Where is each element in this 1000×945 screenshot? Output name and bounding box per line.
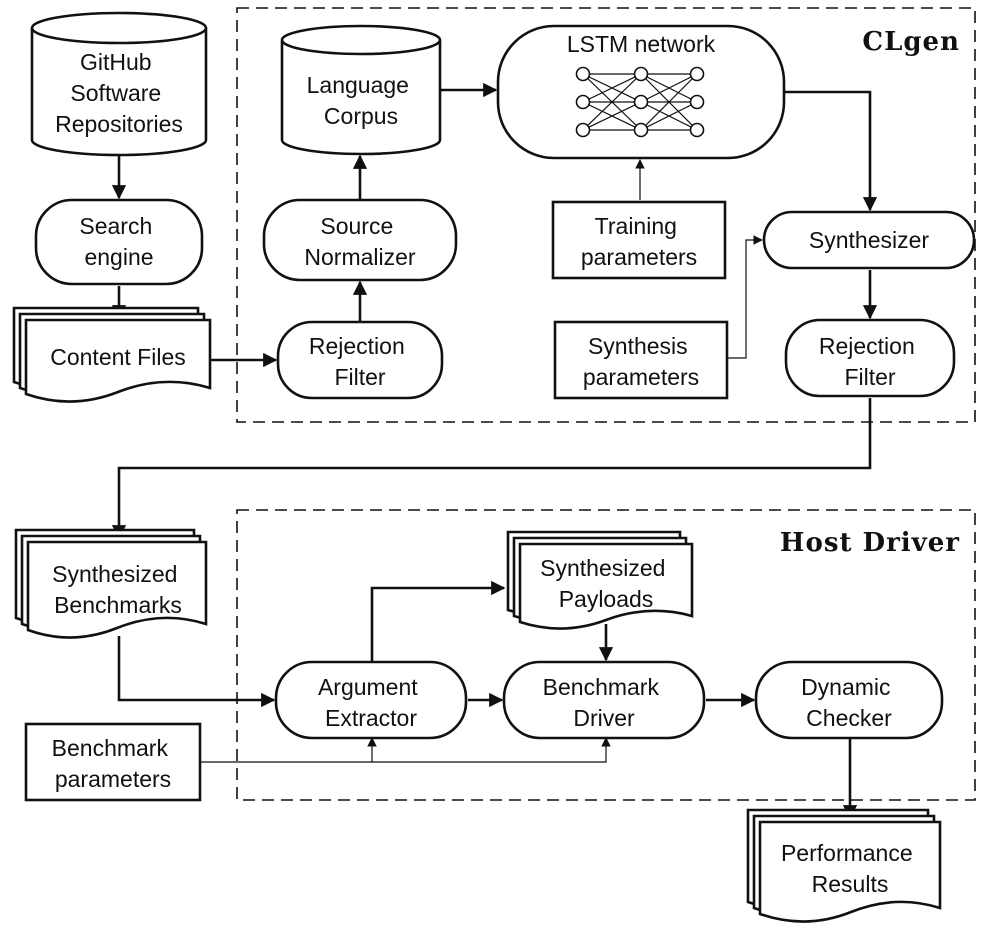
benchmark-parameters-node: Benchmark parameters [24, 722, 202, 802]
synthesized-payloads-node: Synthesized Payloads [506, 530, 694, 630]
benchmark-driver-label: Benchmark Driver [543, 674, 666, 731]
training-parameters-label: Training parameters [581, 213, 697, 270]
arrow-params-to-driver [200, 737, 611, 763]
benchmark-parameters-label: Benchmark parameters [52, 735, 175, 792]
performance-results-node: Performance Results [746, 808, 942, 923]
synthesized-payloads-label: Synthesized Payloads [540, 555, 672, 612]
synthesized-benchmarks-node: Synthesized Benchmarks [14, 528, 208, 639]
lstm-network-node: LSTM network [496, 24, 786, 160]
dynamic-checker-node: Dynamic Checker [754, 660, 944, 740]
arrow-extractor-to-payloads [370, 580, 506, 670]
github-repositories-node: GitHub Software Repositories [30, 11, 208, 157]
rejection-filter-output-label: Rejection Filter [819, 333, 921, 390]
performance-results-label: Performance Results [781, 840, 919, 897]
training-parameters-node: Training parameters [551, 200, 727, 280]
neural-net-icon [575, 66, 705, 138]
arrow-synthesis-params-to-synthesizer [727, 235, 763, 359]
arrow-benchmarks-to-extractor [117, 636, 276, 708]
content-files-node: Content Files [12, 306, 212, 403]
dynamic-checker-label: Dynamic Checker [801, 674, 897, 731]
language-corpus-node: Language Corpus [280, 24, 442, 156]
github-repositories-label: GitHub Software Repositories [55, 49, 183, 137]
content-files-label: Content Files [50, 344, 186, 370]
rejection-filter-output-node: Rejection Filter [784, 318, 956, 398]
synthesizer-node: Synthesizer [762, 210, 976, 270]
host-driver-group-label: Host Driver [780, 528, 960, 558]
language-corpus-label: Language Corpus [307, 72, 416, 129]
benchmark-driver-node: Benchmark Driver [502, 660, 706, 740]
source-normalizer-label: Source Normalizer [304, 213, 416, 270]
arrow-rejection-to-benchmarks [111, 398, 872, 540]
rejection-filter-input-node: Rejection Filter [276, 320, 444, 400]
clgen-group-frame [236, 7, 976, 423]
synthesizer-label: Synthesizer [809, 227, 930, 253]
source-normalizer-node: Source Normalizer [262, 198, 458, 282]
argument-extractor-label: Argument Extractor [318, 674, 424, 731]
lstm-network-label: LSTM network [567, 31, 716, 57]
clgen-group-label: CLgen [862, 27, 960, 57]
connectors [111, 82, 878, 820]
host-driver-group-frame [236, 509, 976, 801]
search-engine-node: Search engine [34, 198, 204, 286]
synthesis-parameters-label: Synthesis parameters [583, 333, 699, 390]
rejection-filter-input-label: Rejection Filter [309, 333, 411, 390]
search-engine-label: Search engine [79, 213, 158, 270]
argument-extractor-node: Argument Extractor [274, 660, 468, 740]
synthesized-benchmarks-label: Synthesized Benchmarks [52, 561, 184, 618]
arrow-lstm-to-synthesizer [784, 90, 878, 212]
synthesis-parameters-node: Synthesis parameters [553, 320, 729, 400]
